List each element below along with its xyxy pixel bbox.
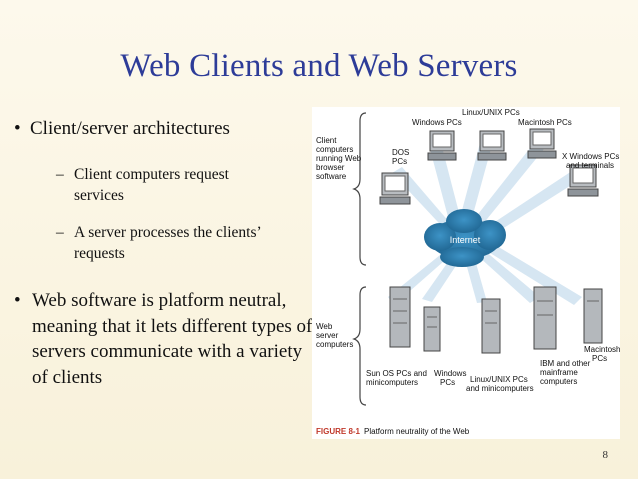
x-windows-terminal-icon — [567, 164, 599, 197]
server-bracket — [352, 286, 367, 406]
dash-icon: – — [56, 224, 64, 241]
mac-pcs-label: Macintosh PCs — [518, 118, 572, 127]
bullet-2-text: Web software is platform neutral, meanin… — [32, 290, 313, 388]
mac-server-icon — [583, 288, 603, 344]
sub-bullet-2: – A server processes the clients’ reques… — [56, 222, 306, 264]
windows-pc-icon — [427, 130, 457, 161]
figure-caption-text: Platform neutrality of the Web — [364, 427, 470, 436]
client-bracket — [352, 112, 367, 266]
bullet-1-text: Client/server architectures — [30, 118, 230, 139]
dash-icon: – — [56, 166, 64, 183]
mac-pc-icon — [527, 128, 557, 159]
bullet-1: • Client/server architectures — [14, 118, 230, 140]
sun-server-icon — [389, 286, 411, 348]
windows-server-icon — [423, 306, 441, 352]
bullet-icon: • — [14, 290, 21, 311]
sub-bullet-1-text: Client computers request services — [74, 166, 229, 204]
internet-cloud-icon — [424, 209, 506, 267]
linux-pc-icon — [477, 130, 507, 161]
bullet-2: • Web software is platform neutral, mean… — [14, 288, 314, 390]
sub-bullet-1: – Client computers request services — [56, 164, 276, 206]
dos-pc-icon — [379, 172, 411, 205]
linux-pcs-label: Linux/UNIX PCs — [462, 108, 520, 117]
client-computers — [379, 128, 599, 205]
mainframe-icon — [533, 286, 557, 350]
slide-title: Web Clients and Web Servers — [120, 48, 518, 84]
figure-caption-id: FIGURE 8-1 — [316, 427, 361, 436]
page-number: 8 — [602, 449, 609, 461]
linux-server-icon — [481, 298, 501, 354]
sub-bullet-2-text: A server processes the clients’ requests — [74, 224, 261, 262]
bullet-icon: • — [14, 118, 21, 139]
server-computers — [389, 286, 603, 354]
internet-label: Internet — [450, 235, 481, 245]
windows-pcs-label: Windows PCs — [412, 118, 462, 127]
